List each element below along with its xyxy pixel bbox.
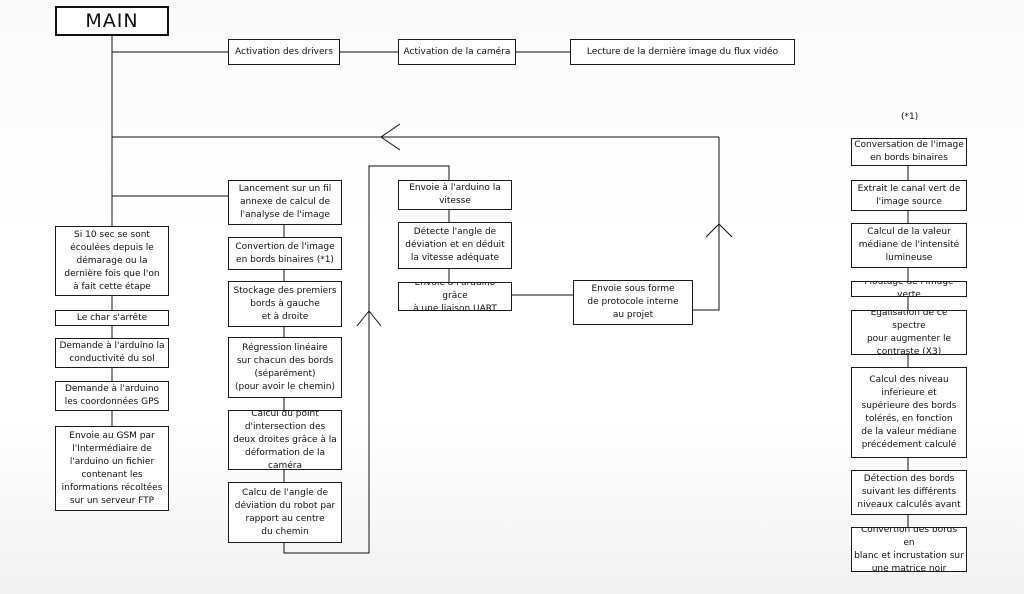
footnote-label: (*1) [901, 112, 919, 122]
right-box-green-channel: Extrait le canal vert de l'image source [851, 180, 967, 211]
middle-box-binary-edges: Convertion de l'image en bords binaires … [228, 237, 342, 270]
right-box-edge-overlay: Convertion des bords en blanc et incrust… [851, 527, 967, 572]
protocol-box: Envoie sous forme de protocole interne a… [573, 280, 693, 325]
left-box-gsm-upload: Envoie au GSM par l'Intermédiaire de l'a… [55, 426, 169, 511]
main-title: MAIN [55, 6, 169, 36]
middle-box-thread-launch: Lancement sur un fil annexe de calcul de… [228, 180, 342, 225]
right-box-edge-detection: Détection des bords suivant les différen… [851, 470, 967, 515]
top-box-drivers: Activation des drivers [228, 39, 340, 65]
middle-box-deviation-angle: Calcu de l'angle de déviation du robot p… [228, 482, 342, 543]
middle-box-store-edges: Stockage des premiers bords à gauche et … [228, 281, 342, 327]
right-box-median-intensity: Calcul de la valeur médiane de l'intensi… [851, 223, 967, 268]
left-box-soil-conductivity: Demande à l'arduino la conductivité du s… [55, 338, 169, 368]
right-box-threshold-levels: Calcul des niveau inferieure et supérieu… [851, 367, 967, 458]
arduino-box-send-speed: Envoie à l'arduino la vitesse [398, 180, 512, 210]
top-box-video-frame: Lecture de la dernière image du flux vid… [570, 39, 795, 65]
arduino-box-uart: Envoie à l'arduino grâce à une liaison U… [398, 282, 512, 311]
left-box-tank-stops: Le char s'arrête [55, 310, 169, 326]
right-box-binary-conversion: Conversation de l'image en bords binaire… [851, 138, 967, 166]
right-box-blur: Floutage de l'image verte [851, 281, 967, 297]
middle-box-intersection: Calcul du point d'intersection des deux … [228, 410, 342, 470]
left-box-timer-check: Si 10 sec se sont écoulées depuis le dém… [55, 226, 169, 296]
arduino-box-detect-angle: Détecte l'angle de déviation et en dédui… [398, 222, 512, 269]
middle-box-linear-regression: Régression linéaire sur chacun des bords… [228, 337, 342, 398]
left-box-gps: Demande à l'arduino les coordonnées GPS [55, 381, 169, 411]
right-box-equalization: Egalisation de ce spectre pour augmenter… [851, 310, 967, 355]
top-box-camera: Activation de la caméra [398, 39, 516, 65]
